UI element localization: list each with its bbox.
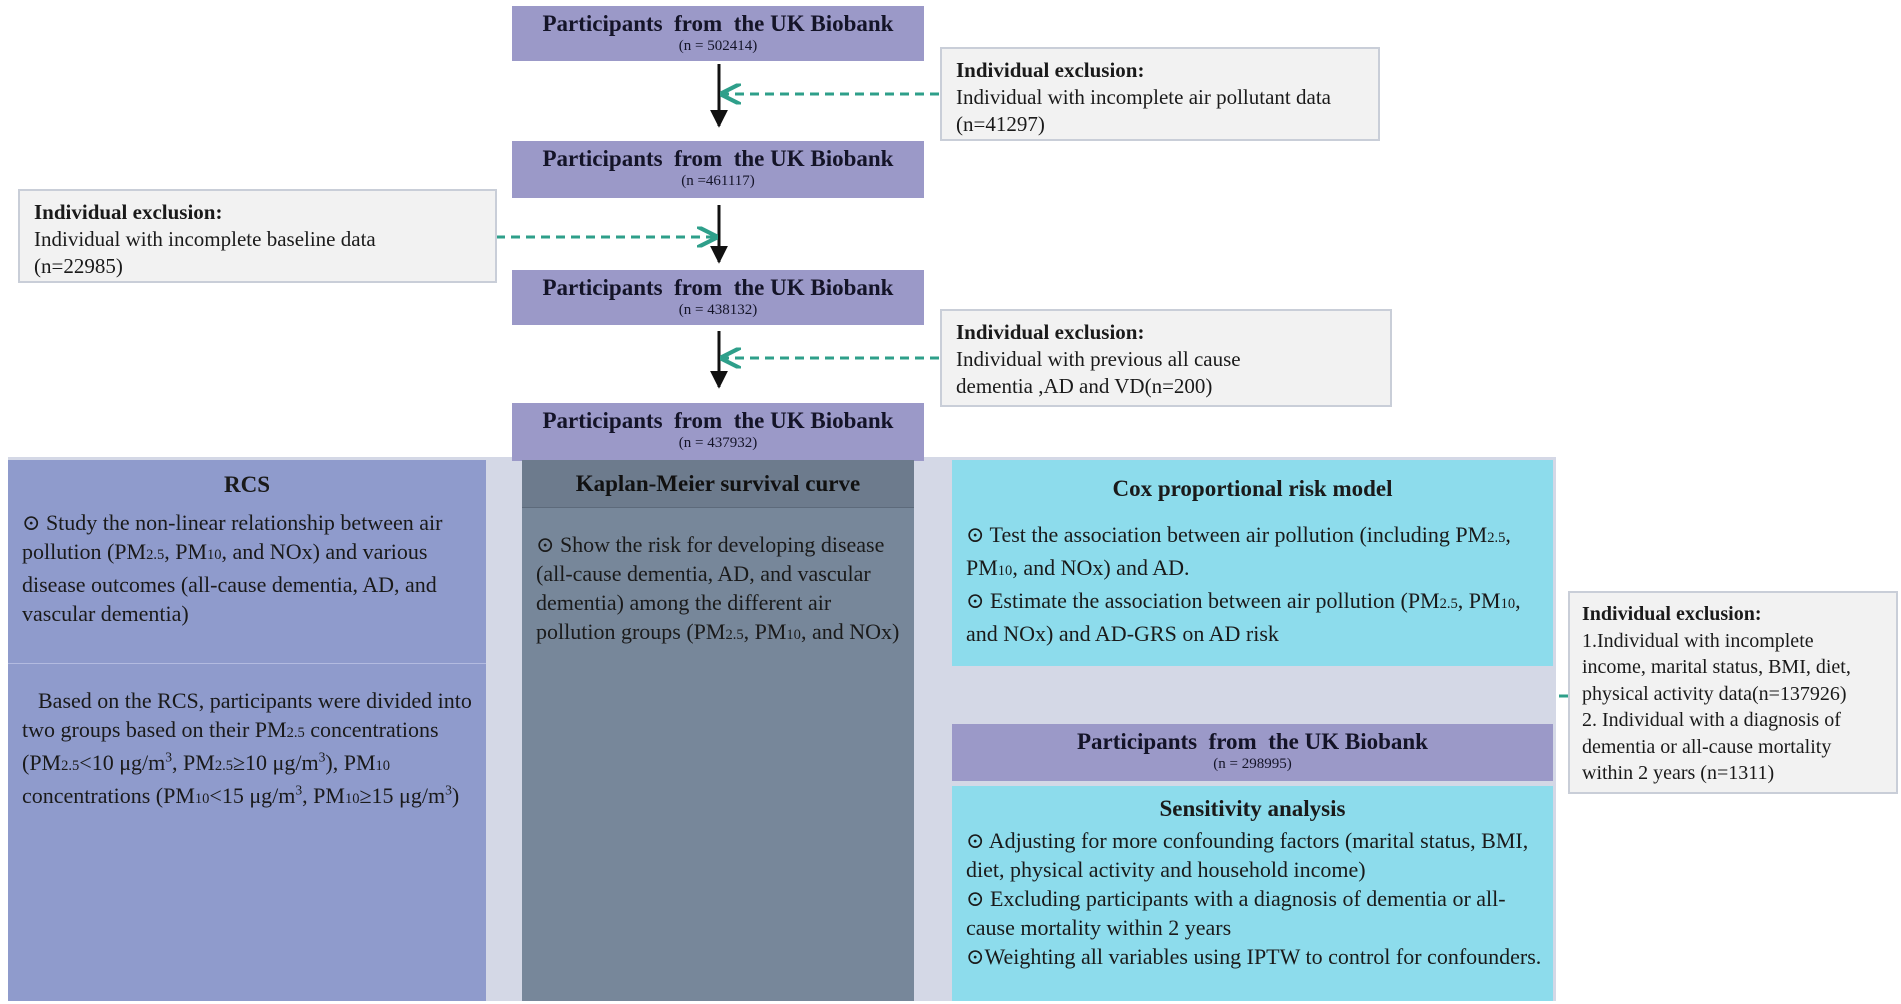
participants-box-1: Participants from the UK Biobank (n = 50… (512, 6, 924, 61)
participants-title: Participants from the UK Biobank (1077, 729, 1428, 754)
bullet-icon: ⊙ (22, 510, 41, 535)
sensitivity-item: ⊙ Excluding participants with a diagnosi… (966, 886, 1506, 940)
participants-title: Participants from the UK Biobank (542, 146, 894, 171)
km-title-bar: Kaplan-Meier survival curve (522, 460, 914, 508)
bullet-icon: ⊙ (966, 588, 985, 613)
exclusion-box-4: Individual exclusion: 1.Individual with … (1568, 591, 1898, 794)
sensitivity-list: ⊙ Adjusting for more confounding factors… (952, 822, 1553, 971)
participants-title: Participants from the UK Biobank (542, 11, 894, 36)
rcs-description: ⊙ Study the non-linear relationship betw… (22, 510, 443, 626)
exclusion-count: (n=41297) (956, 112, 1045, 136)
sensitivity-item: ⊙ Adjusting for more confounding factors… (966, 828, 1529, 882)
exclusion-box-1: Individual exclusion: Individual with in… (940, 47, 1380, 141)
participants-box-4: Participants from the UK Biobank (n = 43… (512, 403, 924, 461)
exclusion-box-3: Individual exclusion: Individual with pr… (940, 309, 1392, 407)
exclusion-text: dementia ,AD and VD(n=200) (956, 374, 1213, 398)
cox-bullet-2: ⊙ Estimate the association between air p… (966, 588, 1521, 646)
sensitivity-title: Sensitivity analysis (1159, 796, 1346, 821)
exclusion-heading: Individual exclusion: (34, 200, 223, 224)
participants-count: (n =461117) (681, 173, 755, 189)
participants-count: (n = 502414) (678, 38, 758, 54)
exclusion-count: (n=22985) (34, 254, 123, 278)
exclusion-text: within 2 years (n=1311) (1582, 762, 1775, 784)
km-panel: Kaplan-Meier survival curve ⊙ Show the r… (522, 460, 914, 1001)
bullet-icon: ⊙ (966, 828, 985, 853)
participants-count: (n = 438132) (678, 302, 758, 318)
rcs-grouping-text: Based on the RCS, participants were divi… (22, 688, 472, 808)
sensitivity-item: ⊙Weighting all variables using IPTW to c… (966, 944, 1542, 969)
participants-title: Participants from the UK Biobank (542, 275, 894, 300)
km-description: ⊙ Show the risk for developing disease (… (536, 532, 900, 644)
exclusion-box-2: Individual exclusion: Individual with in… (18, 189, 497, 283)
exclusion-heading: Individual exclusion: (956, 58, 1145, 82)
exclusion-text: Individual with incomplete air pollutant… (956, 85, 1331, 109)
km-title: Kaplan-Meier survival curve (575, 471, 861, 496)
bullet-icon: ⊙ (966, 522, 985, 547)
participants-box-2: Participants from the UK Biobank (n =461… (512, 141, 924, 198)
exclusion-heading: Individual exclusion: (956, 320, 1145, 344)
bullet-icon: ⊙ (966, 944, 985, 969)
exclusion-text: 1.Individual with incomplete (1582, 629, 1814, 652)
exclusion-heading: Individual exclusion: (1582, 603, 1762, 625)
rcs-panel: RCS ⊙ Study the non-linear relationship … (8, 460, 486, 1001)
cox-panel: Cox proportional risk model ⊙ Test the a… (952, 460, 1553, 666)
exclusion-text: dementia or all-cause mortality (1582, 735, 1832, 758)
cox-description: ⊙ Test the association between air pollu… (952, 502, 1553, 648)
rcs-top: RCS ⊙ Study the non-linear relationship … (8, 460, 486, 664)
exclusion-text: Individual with incomplete baseline data (34, 227, 376, 251)
bullet-icon: ⊙ (536, 532, 555, 557)
participants-count: (n = 437932) (678, 435, 758, 451)
exclusion-text: 2. Individual with a diagnosis of (1582, 709, 1841, 731)
exclusion-text: income, marital status, BMI, diet, (1582, 656, 1851, 678)
cox-bullet-1: ⊙ Test the association between air pollu… (966, 522, 1511, 580)
sensitivity-panel: Sensitivity analysis ⊙ Adjusting for mor… (952, 786, 1553, 1001)
participants-count: (n = 298995) (1213, 756, 1292, 772)
participants-title: Participants from the UK Biobank (542, 408, 894, 433)
participants-box-5: Participants from the UK Biobank (n = 29… (952, 724, 1553, 781)
participants-box-3: Participants from the UK Biobank (n = 43… (512, 270, 924, 325)
exclusion-text: Individual with previous all cause (956, 347, 1241, 371)
exclusion-text: physical activity data(n=137926) (1582, 682, 1847, 705)
bullet-icon: ⊙ (966, 886, 985, 911)
rcs-title: RCS (223, 472, 270, 497)
cox-title: Cox proportional risk model (1112, 476, 1393, 501)
